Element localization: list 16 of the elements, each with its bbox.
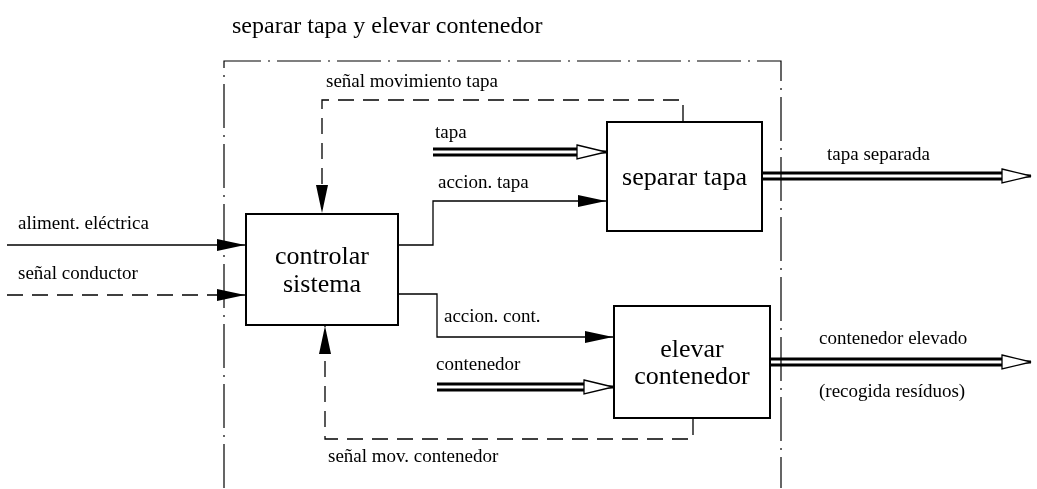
boundary-title: separar tapa y elevar contenedor xyxy=(232,12,543,39)
function-name: controlar sistema xyxy=(274,242,370,297)
arrow xyxy=(6,239,246,251)
function-box xyxy=(245,213,399,326)
flow-arrow xyxy=(435,379,615,395)
arrow xyxy=(398,195,607,246)
flow-arrow xyxy=(431,144,608,160)
function-box xyxy=(606,121,763,232)
signal-arrow xyxy=(316,99,684,214)
note-label: (recogida resíduos) xyxy=(818,380,967,402)
arrow xyxy=(398,293,614,343)
function-name: separar tapa xyxy=(622,162,747,191)
signal-arrow xyxy=(6,289,246,301)
function-name: elevar contenedor xyxy=(633,334,751,390)
signal-arrow xyxy=(319,325,694,440)
function-box xyxy=(613,305,771,419)
